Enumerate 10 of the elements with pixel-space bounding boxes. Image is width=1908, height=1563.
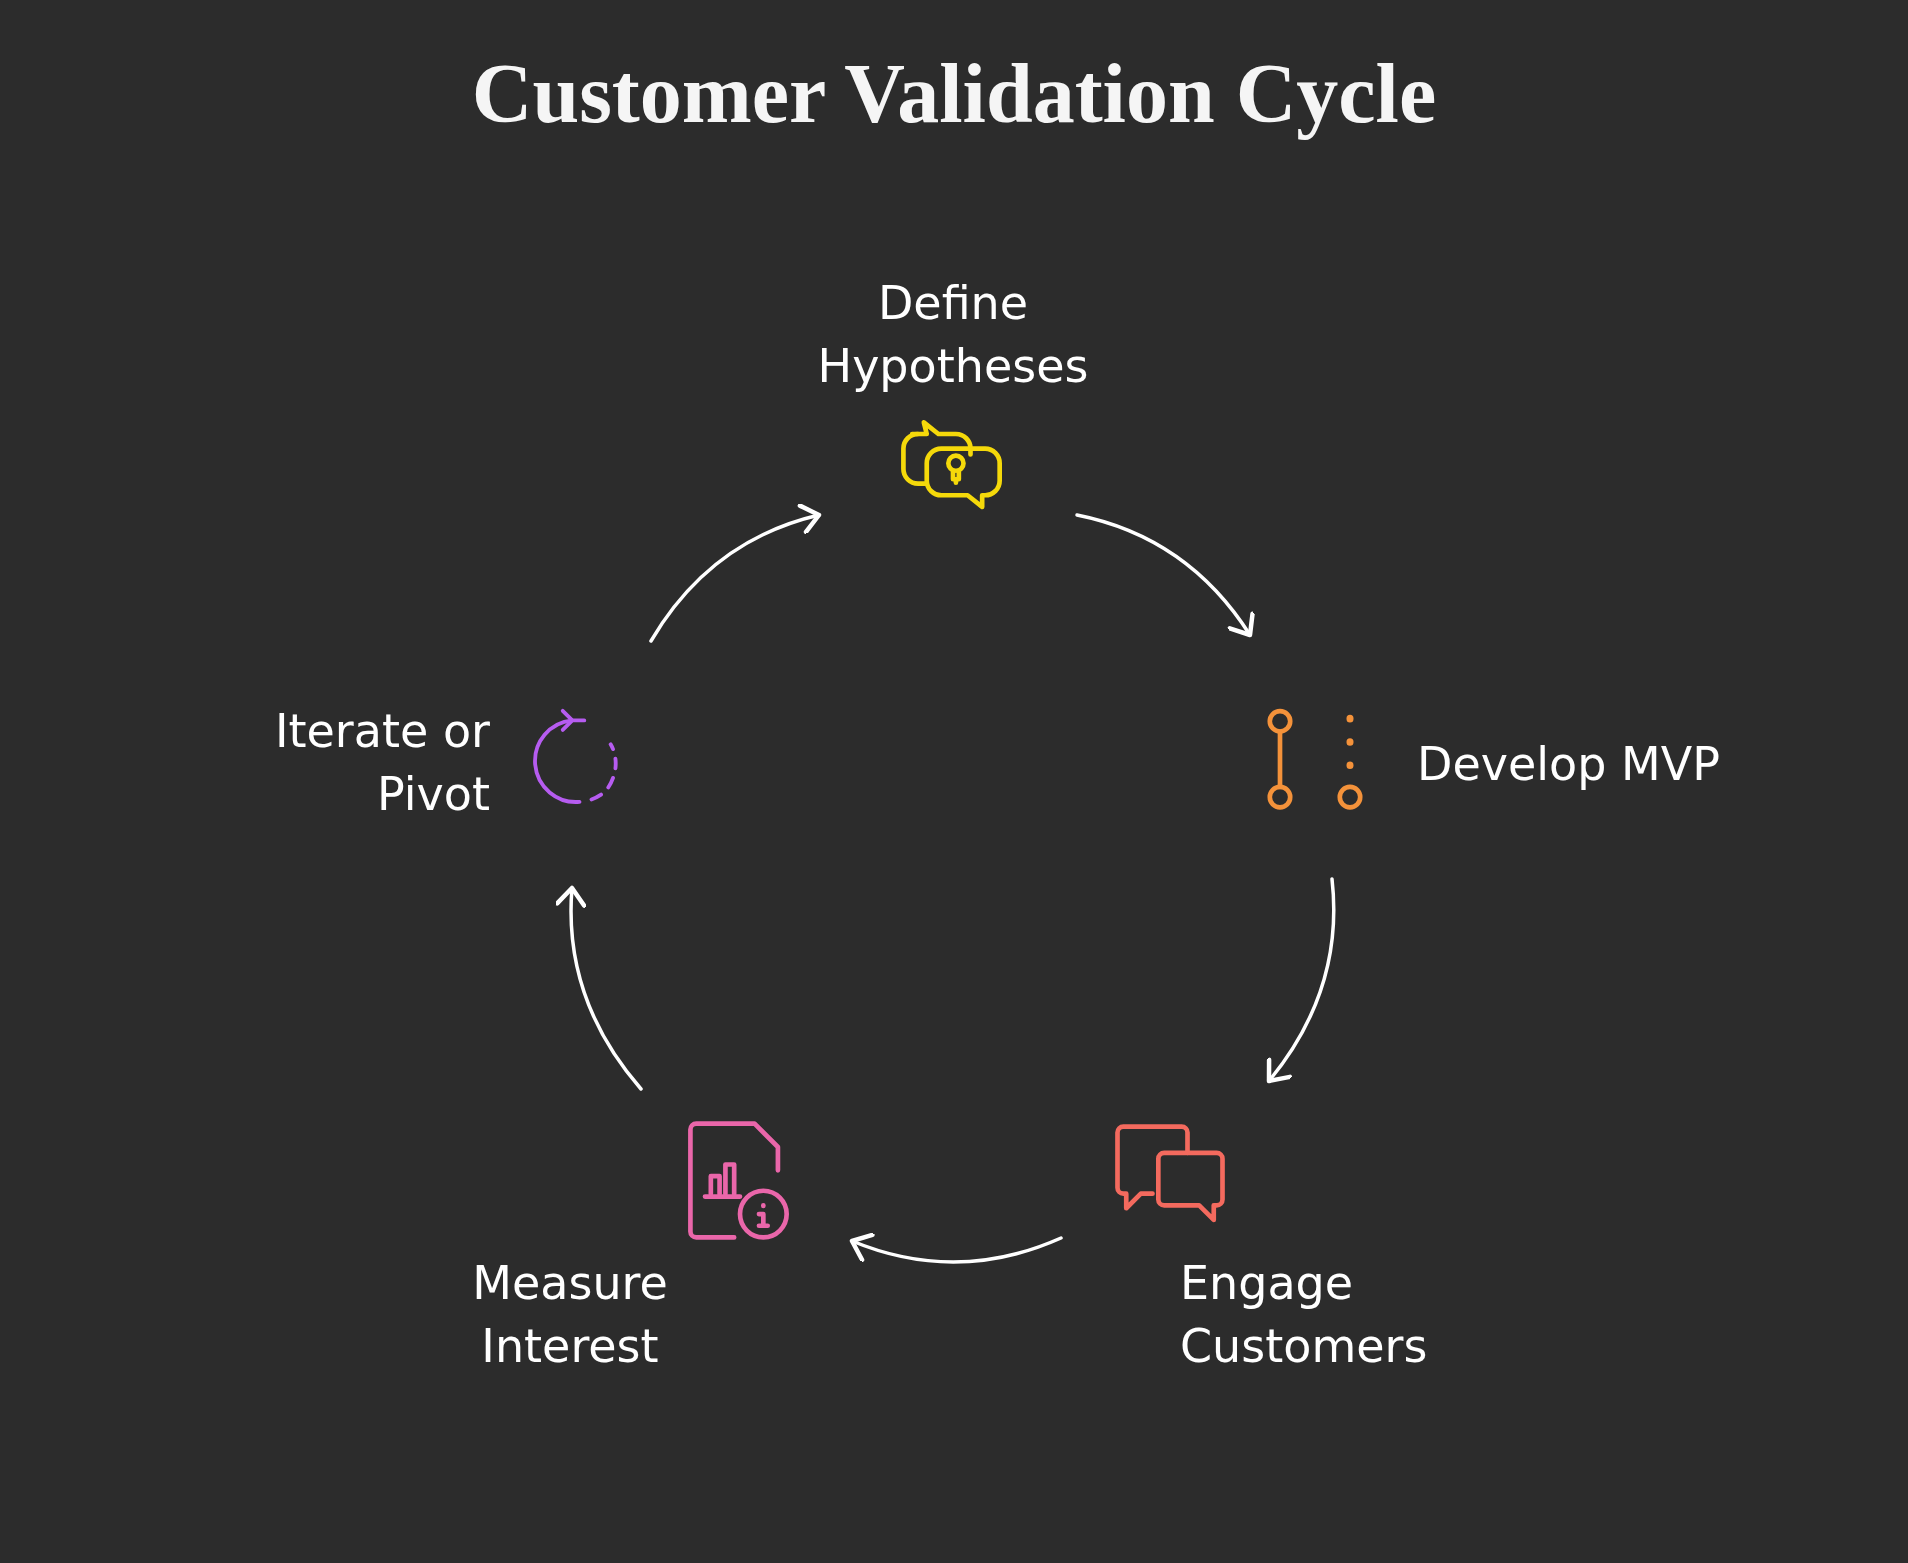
step-label: Iterate or Pivot [273, 703, 490, 824]
arrow [1075, 513, 1255, 638]
arrow [649, 504, 822, 643]
step-label: Engage Customers [1180, 1255, 1429, 1376]
step-label: Measure Interest [471, 1255, 669, 1376]
arrow [849, 1231, 1063, 1264]
step-label: Define Hypotheses [816, 275, 1090, 396]
step-label: Develop MVP [1417, 736, 1720, 794]
arrow [555, 885, 643, 1091]
arrow [1266, 877, 1336, 1084]
